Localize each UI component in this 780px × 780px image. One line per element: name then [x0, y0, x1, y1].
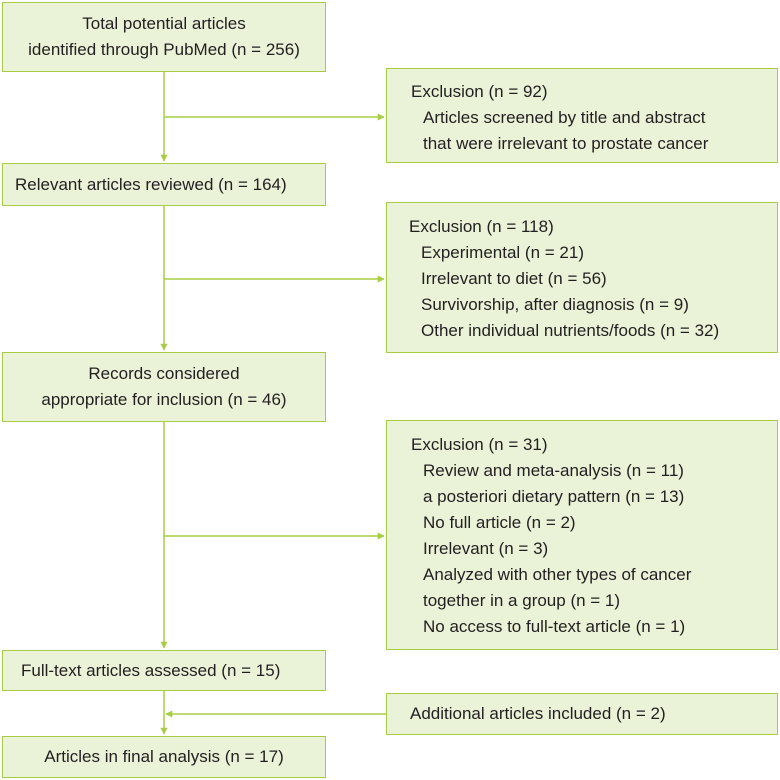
identified-line-1: Total potential articles — [82, 14, 246, 33]
box-considered: Records considered appropriate for inclu… — [2, 352, 326, 422]
box-exclusion-1: Exclusion (n = 92) Articles screened by … — [386, 68, 778, 163]
exclusion-2-item: Experimental (n = 21) — [421, 243, 584, 262]
box-exclusion-2: Exclusion (n = 118) Experimental (n = 21… — [386, 202, 778, 353]
exclusion-3-item: No access to full-text article (n = 1) — [423, 617, 686, 636]
box-additional: Additional articles included (n = 2) — [386, 693, 778, 735]
box-assessed: Full-text articles assessed (n = 15) — [2, 650, 326, 691]
exclusion-3-item: a posteriori dietary pattern (n = 13) — [423, 487, 685, 506]
box-reviewed: Relevant articles reviewed (n = 164) — [2, 163, 326, 206]
considered-line-1: Records considered — [88, 364, 240, 383]
considered-line-2: appropriate for inclusion (n = 46) — [41, 390, 287, 409]
identified-line-2: identified through PubMed (n = 256) — [28, 40, 300, 59]
exclusion-3-item: together in a group (n = 1) — [423, 591, 621, 610]
exclusion-3-item: Irrelevant (n = 3) — [423, 539, 549, 558]
exclusion-2-item: Other individual nutrients/foods (n = 32… — [421, 321, 720, 340]
final-label: Articles in final analysis (n = 17) — [44, 747, 284, 766]
exclusion-3-item: Analyzed with other types of cancer — [423, 565, 692, 584]
exclusion-2-item: Irrelevant to diet (n = 56) — [421, 269, 607, 288]
assessed-label: Full-text articles assessed (n = 15) — [21, 660, 281, 680]
exclusion-3-item: No full article (n = 2) — [423, 513, 576, 532]
box-exclusion-3: Exclusion (n = 31) Review and meta-analy… — [386, 420, 778, 650]
box-final: Articles in final analysis (n = 17) — [2, 736, 326, 778]
exclusion-1-title: Exclusion (n = 92) — [411, 82, 548, 101]
additional-label: Additional articles included (n = 2) — [410, 704, 666, 723]
exclusion-1-item: Articles screened by title and abstract — [423, 108, 706, 127]
exclusion-2-title: Exclusion (n = 118) — [409, 217, 554, 236]
exclusion-2-item: Survivorship, after diagnosis (n = 9) — [421, 295, 689, 314]
exclusion-3-title: Exclusion (n = 31) — [411, 435, 548, 454]
box-identified: Total potential articles identified thro… — [2, 2, 326, 72]
exclusion-1-item: that were irrelevant to prostate cancer — [423, 134, 709, 153]
exclusion-3-item: Review and meta-analysis (n = 11) — [423, 461, 684, 480]
reviewed-label: Relevant articles reviewed (n = 164) — [15, 174, 287, 194]
